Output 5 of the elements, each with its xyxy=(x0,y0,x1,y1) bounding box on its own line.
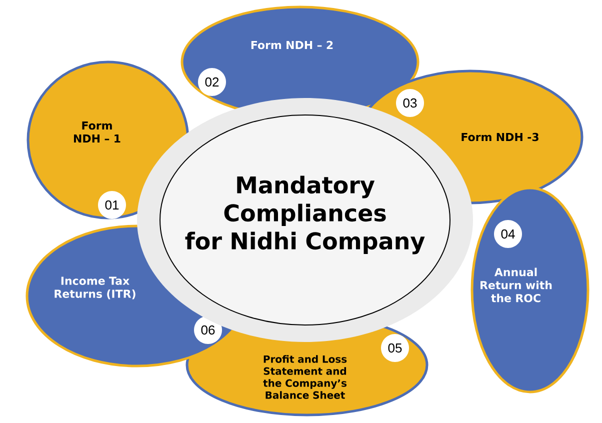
step-number: 05 xyxy=(381,334,409,362)
step-number: 04 xyxy=(494,220,522,248)
step-number: 03 xyxy=(396,89,424,117)
step-number: 02 xyxy=(198,68,226,96)
step-number: 01 xyxy=(98,191,126,219)
